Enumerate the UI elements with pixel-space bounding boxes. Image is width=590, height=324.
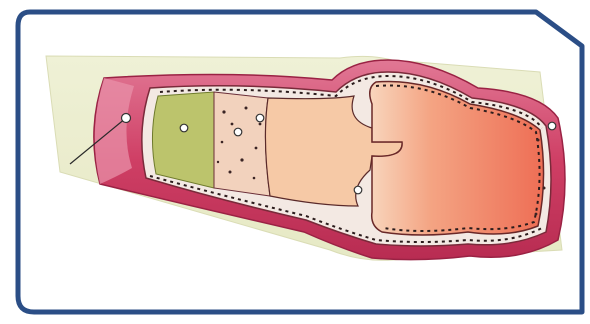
callout-point-6 [548, 122, 556, 130]
callout-point-4 [256, 114, 264, 122]
granular-layer [214, 92, 270, 196]
callout-point-5 [354, 186, 362, 194]
inner-cell-layer [152, 92, 214, 188]
callout-point-3 [234, 128, 242, 136]
callout-point-2 [180, 124, 188, 132]
callout-point-1 [122, 114, 131, 123]
